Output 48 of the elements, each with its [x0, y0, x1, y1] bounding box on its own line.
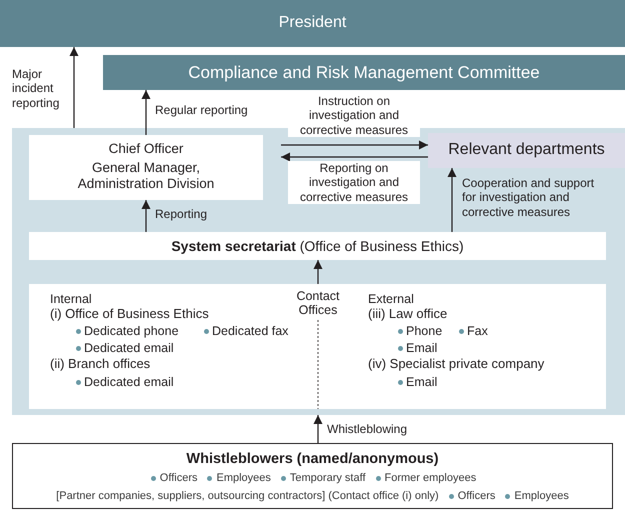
edge-label: Reporting	[155, 207, 208, 222]
department-name: Relevant departments	[447, 141, 606, 160]
person-category: Employees	[514, 490, 569, 502]
edge-label: Reporting on investigation and corrective measures	[288, 161, 420, 204]
departments-box	[428, 133, 625, 168]
arrow	[142, 200, 150, 232]
group-description: [Partner companies, suppliers, outsourcing contractors] (Contact office (i) only)	[56, 490, 439, 502]
person-category: Employees	[216, 472, 271, 484]
person-category: Former employees	[384, 472, 476, 484]
role-title: Chief Officer	[108, 141, 184, 157]
committee-box	[103, 55, 625, 90]
contact-method: Phone	[406, 324, 442, 338]
title-text: President	[278, 14, 348, 32]
role-description: General Manager, Administration Division	[76, 160, 216, 192]
heading: Whistleblowers (named/anonymous)	[186, 451, 439, 467]
edge-label: Regular reporting	[155, 103, 248, 118]
person-category: Officers	[160, 472, 198, 484]
arrow	[70, 47, 78, 128]
column-heading: Internal	[50, 292, 92, 306]
contact-method: Email	[406, 341, 438, 356]
office-name: (iii) Law office	[368, 307, 448, 322]
committee-name: Compliance and Risk Management Committee	[187, 63, 541, 83]
contact-method: Email	[406, 375, 438, 390]
office-name: (iv) Specialist private company	[368, 357, 544, 372]
whistleblowers-box	[12, 443, 613, 509]
arrow	[314, 415, 322, 443]
office-name: (i) Office of Business Ethics	[50, 307, 209, 322]
contact-method: Fax	[467, 324, 488, 338]
secretariat-name: System secretariat (Office of Business Ethics)	[170, 238, 465, 254]
secretariat-box	[29, 232, 606, 260]
column-heading: External	[368, 292, 414, 306]
arrow	[448, 168, 456, 232]
contact-method: Dedicated fax	[212, 324, 288, 338]
officer-box	[29, 135, 263, 200]
person-category: Officers	[458, 490, 496, 502]
contact-method: Dedicated email	[84, 375, 174, 390]
contact-method: Dedicated phone	[84, 324, 179, 338]
arrow	[142, 90, 150, 135]
office-name: (ii) Branch offices	[50, 357, 150, 372]
title-bar	[0, 0, 625, 47]
edge-label: Instruction on investigation and corrective measures	[288, 94, 420, 138]
arrow	[281, 140, 428, 150]
contact-method: Dedicated email	[84, 341, 174, 356]
person-category: Temporary staff	[290, 472, 366, 484]
contact-offices-box	[29, 284, 606, 409]
edge-label: Whistleblowing	[327, 422, 408, 436]
arrow	[281, 152, 428, 162]
arrow	[314, 260, 322, 284]
